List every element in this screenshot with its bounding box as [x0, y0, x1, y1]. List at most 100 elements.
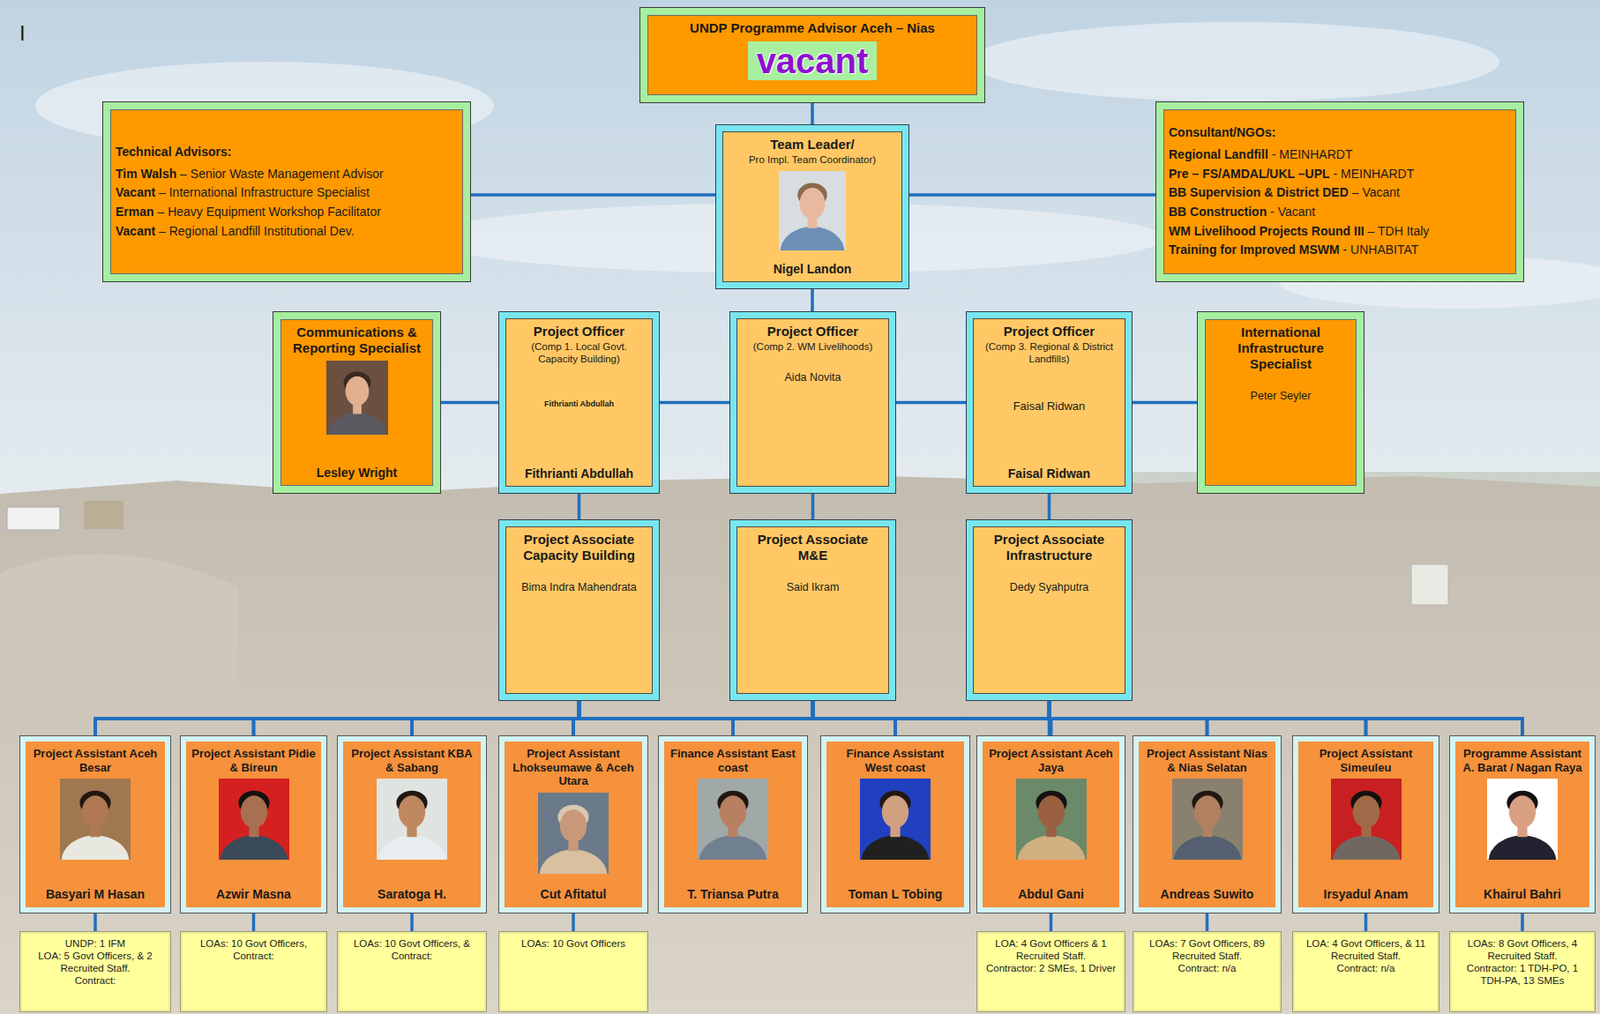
loa-note: Contractor: 1 TDH-PO, 1 TDH-PA, 13 SMEs	[1456, 962, 1589, 987]
loa-note: LOAs: 7 Govt Officers, 89 Recruited Staf…	[1139, 937, 1275, 963]
person-name: Said Ikram	[786, 581, 840, 595]
node-heading: Project Associate Infrastructure	[978, 531, 1121, 564]
list-item-lead: Training for Improved MSWM	[1168, 242, 1340, 257]
person-name: Peter Seyler	[1250, 389, 1312, 404]
person-name: Fithrianti Abdullah	[524, 466, 634, 482]
position-box: Project Officer(Comp 3. Regional & Distr…	[966, 312, 1132, 494]
loa-note: LOA: 4 Govt Officers, & 11 Recruited Sta…	[1299, 937, 1433, 963]
org-connector	[1049, 700, 1524, 737]
person-name: Faisal Ridwan	[1008, 466, 1091, 482]
corner-mark: I	[19, 21, 26, 46]
loa-note: UNDP: 1 IFM	[65, 937, 126, 950]
person-name: Abdul Gani	[1017, 887, 1085, 903]
photo-face	[344, 376, 369, 407]
node-heading: Project Assistant Nias & Nias Selatan	[1143, 747, 1271, 775]
org-connector	[811, 493, 815, 521]
list-item: Pre – FS/AMDAL/UKL –UPL - MEINHARDT	[1168, 164, 1414, 185]
org-connector	[95, 700, 1050, 737]
person-name: Nigel Landon	[773, 261, 853, 277]
node-subtitle: (Comp 1. Local Govt. Capacity Building)	[510, 341, 648, 367]
position-box: Project Associate Capacity BuildingBima …	[499, 520, 659, 701]
photo-shirt	[780, 226, 845, 251]
org-connector	[1047, 493, 1052, 521]
loa-box: LOA: 4 Govt Officers, & 11 Recruited Sta…	[1293, 932, 1439, 1012]
list-item: WM Livelihood Projects Round III – TDH I…	[1168, 222, 1429, 242]
vacant-badge: vacant	[747, 41, 878, 81]
person-name: Basyari M Hasan	[45, 887, 145, 903]
list-item-lead: Vacant	[115, 224, 156, 239]
list-item: Erman – Heavy Equipment Workshop Facilit…	[115, 202, 382, 223]
photo-face	[1509, 796, 1536, 830]
portrait-photo	[1330, 778, 1402, 860]
loa-note: Contract:	[391, 949, 434, 963]
photo-shirt	[861, 836, 930, 861]
position-box: Project Associate InfrastructureDedy Sya…	[966, 520, 1132, 701]
portrait-photo	[326, 360, 389, 435]
photo-face	[882, 796, 909, 830]
node-heading: Project Officer	[1003, 323, 1095, 340]
photo-shirt	[219, 836, 288, 861]
list-item-lead: Vacant	[115, 185, 156, 200]
photo-face	[560, 809, 587, 843]
list-heading: Consultant/NGOs:	[1168, 123, 1276, 143]
list-item: BB Supervision & District DED – Vacant	[1168, 183, 1400, 203]
org-connector	[93, 912, 98, 933]
loa-note: LOAs: 10 Govt Officers, &	[353, 937, 471, 950]
list-item-rest: – International Infrastructure Specialis…	[155, 185, 370, 200]
node-subtitle: (Comp 3. Regional & District Landfills)	[978, 341, 1121, 367]
loa-box: LOAs: 10 Govt Officers, &Contract:	[337, 932, 486, 1012]
node-heading: Project Assistant Pidie & Bireun	[191, 747, 316, 775]
org-connector	[577, 493, 582, 521]
position-box: Finance Assistant West coastToman L Tobi…	[821, 736, 970, 913]
loa-note: LOAs: 10 Govt Officers,	[200, 937, 307, 950]
photo-face	[1193, 796, 1220, 830]
list-item-rest: - MEINHARDT	[1268, 147, 1354, 162]
org-connector	[810, 102, 815, 126]
loa-box: LOAs: 7 Govt Officers, 89 Recruited Staf…	[1133, 932, 1281, 1012]
list-item-rest: - MEINHARDT	[1330, 166, 1415, 181]
list-item-rest: – TDH Italy	[1364, 224, 1430, 239]
list-item: Regional Landfill - MEINHARDT	[1168, 145, 1353, 165]
loa-note: LOA: 4 Govt Officers & 1 Recruited Staff…	[983, 937, 1119, 963]
org-connector	[440, 401, 500, 405]
position-box: International Infrastructure SpecialistP…	[1197, 312, 1364, 494]
photo-face	[719, 796, 747, 830]
position-box: Project Assistant Nias & Nias SelatanAnd…	[1133, 736, 1281, 913]
loa-note: LOA: 5 Govt Officers, & 2 Recruited Staf…	[26, 949, 165, 975]
photo-shirt	[1016, 836, 1085, 861]
person-name: Azwir Masna	[216, 887, 292, 903]
photo-face	[239, 796, 267, 830]
node-subtitle: Pro Impl. Team Coordinator)	[748, 154, 876, 167]
person-name: Dedy Syahputra	[1009, 581, 1090, 595]
info-box: Consultant/NGOs:Regional Landfill - MEIN…	[1156, 102, 1524, 282]
loa-note: Contract:	[74, 974, 117, 987]
list-item: Tim Walsh – Senior Waste Management Advi…	[115, 164, 384, 185]
list-item-rest: – Vacant	[1348, 185, 1400, 200]
person-name: Andreas Suwito	[1160, 887, 1255, 903]
loa-note: LOAs: 8 Govt Officers, 4 Recruited Staff…	[1456, 937, 1589, 963]
node-heading: Project Associate M&E	[741, 531, 884, 564]
list-item-lead: Erman	[115, 204, 155, 219]
list-item-lead: WM Livelihood Projects Round III	[1168, 224, 1365, 239]
org-connector	[252, 912, 256, 933]
photo-face	[1037, 796, 1064, 830]
position-box: Project Assistant Aceh JayaAbdul Gani	[977, 736, 1125, 913]
org-connector	[410, 912, 414, 933]
org-connector	[895, 401, 967, 405]
node-heading: Programme Assistant A. Barat / Nagan Ray…	[1460, 747, 1585, 775]
org-connector	[1131, 401, 1198, 405]
portrait-photo	[1172, 778, 1243, 860]
photo-face	[1352, 796, 1379, 830]
list-item-rest: – Senior Waste Management Advisor	[176, 166, 384, 181]
position-box: Project Officer(Comp 2. WM Livelihoods)A…	[730, 312, 896, 494]
list-heading: Technical Advisors:	[115, 142, 232, 162]
person-name: Fithrianti Abdullah	[544, 399, 614, 410]
loa-note: Contractor: 2 SMEs, 1 Driver	[986, 962, 1116, 975]
list-item: Vacant – Regional Landfill Institutional…	[115, 222, 355, 242]
person-name: T. Triansa Putra	[687, 887, 778, 903]
loa-note: Contract: n/a	[1337, 962, 1396, 975]
photo-face	[398, 796, 426, 830]
list-item-lead: BB Construction	[1168, 204, 1267, 219]
